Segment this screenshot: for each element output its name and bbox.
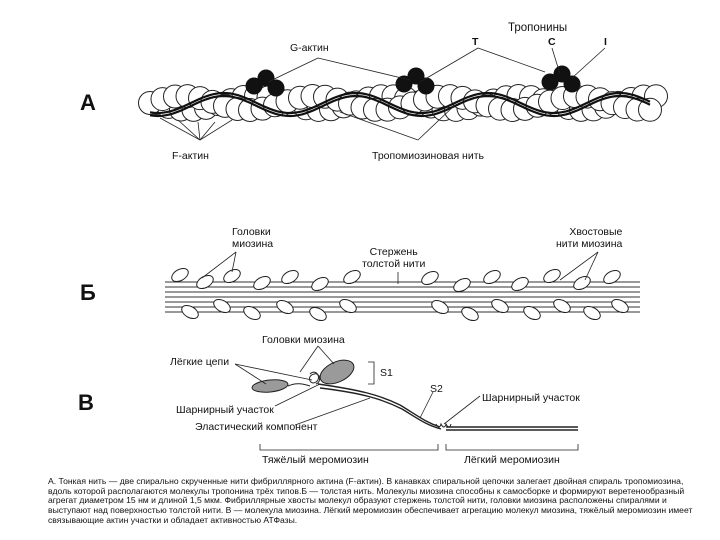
myosin-head xyxy=(603,269,621,285)
troponin-complex xyxy=(541,65,581,93)
myosin-head xyxy=(276,299,294,315)
label-tropomyosin-strand: Тропомиозиновая нить xyxy=(372,150,484,162)
label-hinge-right: Шарнирный участок xyxy=(482,392,580,404)
myosin-head xyxy=(573,275,591,291)
tropomyosin-strand xyxy=(149,91,651,115)
figure-caption: А. Тонкая нить — две спирально скрученны… xyxy=(48,476,693,525)
troponin-t xyxy=(541,73,559,91)
label-g-actin: G-актин xyxy=(290,42,329,54)
myosin-head xyxy=(491,298,509,314)
pointer-lines-c xyxy=(234,345,579,451)
thick-filament xyxy=(165,267,640,322)
thin-filament-actin xyxy=(138,84,668,122)
label-hinge-left: Шарнирный участок xyxy=(176,404,274,416)
troponin-i xyxy=(563,75,581,93)
troponin-i xyxy=(417,77,435,95)
myosin-head xyxy=(196,274,214,290)
label-thick-rod: Стержень толстой нити xyxy=(362,246,426,270)
troponin-i xyxy=(267,79,285,97)
myosin-head xyxy=(343,269,361,285)
g-actin-monomer xyxy=(638,97,662,122)
myosin-head xyxy=(483,269,501,285)
pointer-lines-b xyxy=(201,251,599,284)
tropomyosin-strand xyxy=(149,94,651,118)
label-f-actin: F-актин xyxy=(172,150,209,162)
myosin-head xyxy=(181,304,199,320)
myosin-head xyxy=(553,298,571,314)
label-troponin-i: I xyxy=(604,36,607,48)
label-s1: S1 xyxy=(380,367,393,379)
label-myosin-heads-b: Головки миозина xyxy=(232,226,274,250)
troponin-complex xyxy=(245,69,285,97)
myosin-head xyxy=(339,298,357,314)
myosin-head xyxy=(431,299,449,315)
myosin-head xyxy=(281,269,299,285)
myosin-head xyxy=(309,306,327,322)
myosin-head xyxy=(243,305,261,321)
myosin-head xyxy=(523,305,541,321)
label-myosin-tails: Хвостовые нити миозина xyxy=(556,226,623,250)
myosin-head xyxy=(453,277,471,293)
label-elastic-component: Эластический компонент xyxy=(195,421,318,433)
label-troponin-c: C xyxy=(548,36,556,48)
troponin-complex xyxy=(395,67,435,95)
label-troponin-t: T xyxy=(472,36,479,48)
myosin-molecule xyxy=(251,359,578,431)
panel-letter-b: Б xyxy=(80,280,96,305)
myosin-head xyxy=(311,276,329,292)
myosin-head xyxy=(511,276,529,292)
myosin-head xyxy=(611,298,629,314)
label-light-chains: Лёгкие цепи xyxy=(170,356,230,368)
myosin-head xyxy=(461,306,479,322)
label-light-meromyosin: Лёгкий меромиозин xyxy=(464,454,560,466)
myosin-head xyxy=(421,270,439,286)
myosin-head xyxy=(171,267,189,283)
myosin-head xyxy=(213,298,231,314)
pointer-lines-a xyxy=(159,47,606,141)
myosin-head xyxy=(223,268,241,284)
label-myosin-heads-c: Головки миозина xyxy=(262,334,345,346)
panel-letter-c: В xyxy=(78,390,94,415)
myosin-head xyxy=(583,305,601,321)
label-heavy-meromyosin: Тяжёлый меромиозин xyxy=(262,454,369,466)
myosin-head xyxy=(253,275,271,291)
label-troponins: Тропонины xyxy=(508,22,568,34)
myosin-head xyxy=(543,268,561,284)
troponin-t xyxy=(245,77,263,95)
panel-letter-a: А xyxy=(80,90,96,115)
label-s2: S2 xyxy=(430,383,443,395)
